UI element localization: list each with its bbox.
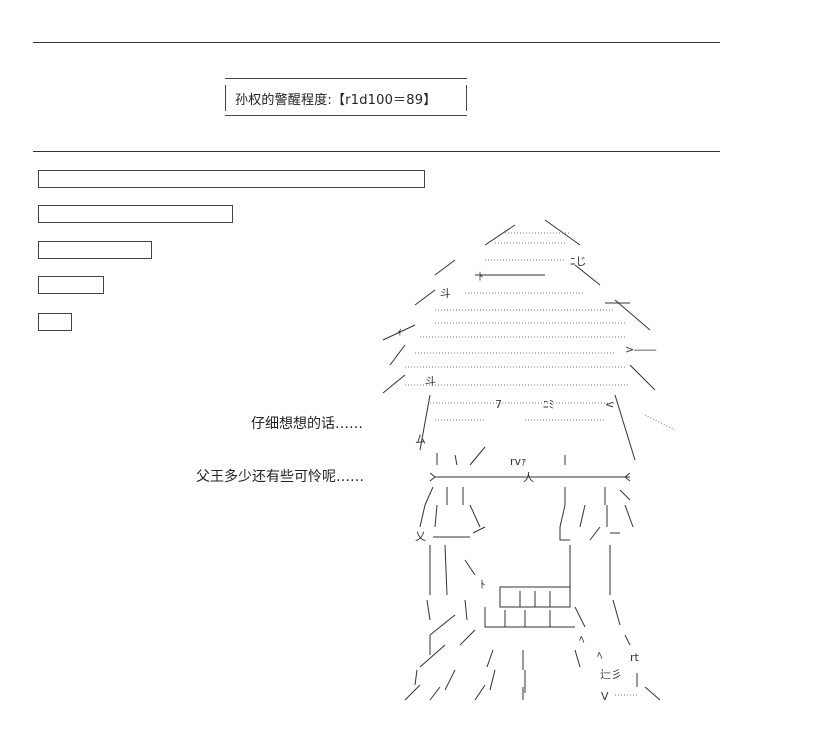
aa-glyph-8: ﾆﾐ [543, 398, 554, 411]
bar-4 [38, 276, 104, 294]
bar-3 [38, 241, 152, 259]
aa-glyph-16: ﾍ [597, 649, 603, 662]
aa-glyph-5: >―― [625, 343, 656, 356]
bar-2 [38, 205, 233, 223]
aa-glyph-14: ﾄ [480, 578, 486, 591]
bar-1 [38, 170, 425, 188]
aa-glyph-10: ム [415, 433, 426, 446]
aa-glyph-1: ﾆじ [570, 255, 587, 268]
dice-roll-box: 孙权的警醒程度:【r1d100＝89】 [225, 78, 467, 116]
aa-glyph-3: 斗 [440, 287, 451, 300]
aa-glyph-7: 7 [495, 398, 502, 411]
dialogue-line-1: 仔细想想的话…… [251, 416, 363, 432]
aa-glyph-15: ﾍ [579, 633, 585, 646]
aa-glyph-19: V [601, 690, 609, 703]
aa-glyph-13: 乂 [415, 530, 426, 543]
aa-glyph-4: ｨ [397, 325, 403, 338]
aa-glyph-11: rvｧ [510, 455, 527, 468]
aa-glyph-17: rt [630, 651, 640, 664]
middle-divider [33, 151, 720, 152]
aa-glyph-6: 斗 [425, 375, 436, 388]
aa-glyph-9: < [605, 398, 614, 411]
dice-roll-text: 孙权的警醒程度:【r1d100＝89】 [235, 93, 437, 108]
aa-glyph-18: 辷彡 [600, 668, 622, 681]
bar-5 [38, 313, 72, 331]
aa-glyph-12: 人 [523, 471, 534, 484]
dialogue-line-2: 父王多少还有些可怜呢…… [196, 469, 364, 485]
top-divider [33, 42, 720, 43]
aa-glyph-2: ﾄ [478, 270, 484, 283]
ascii-art-figure: ﾆじ ﾄ 斗 ｨ >―― 斗 7 ﾆﾐ < ム rvｧ 人 乂 [382, 219, 676, 703]
